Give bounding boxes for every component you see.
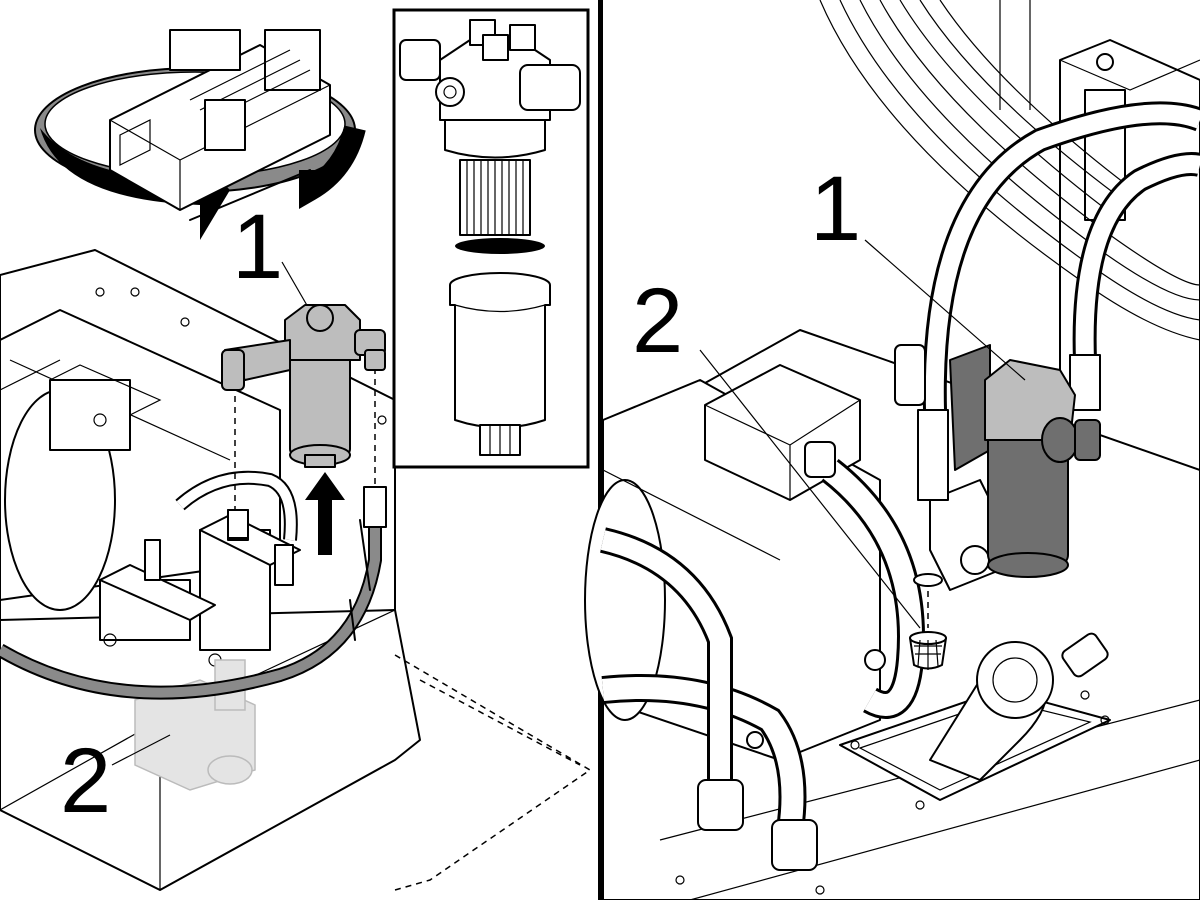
callout-1-left: 1 xyxy=(232,196,283,298)
hoses-left xyxy=(0,470,387,700)
callout-1-right: 1 xyxy=(810,158,861,260)
suction-strainer xyxy=(909,573,947,670)
left-panel: 1 xyxy=(0,0,603,900)
right-panel: 1 2 xyxy=(584,0,1200,900)
inspection-cover xyxy=(839,632,1111,810)
hoses-right xyxy=(599,101,1200,871)
pressure-filter-installed xyxy=(949,344,1101,578)
up-arrow-icon xyxy=(305,472,345,555)
ghosted-suction-filter xyxy=(134,659,256,791)
filter-exploded-inset xyxy=(392,8,590,469)
cable-bundle xyxy=(819,0,1200,341)
callout-2-right: 2 xyxy=(632,270,683,372)
panel-divider xyxy=(598,0,603,900)
callout-2-left: 2 xyxy=(60,730,111,832)
pressure-filter-assembly xyxy=(221,304,386,468)
machine-overview xyxy=(109,29,331,221)
manifold xyxy=(99,509,301,667)
